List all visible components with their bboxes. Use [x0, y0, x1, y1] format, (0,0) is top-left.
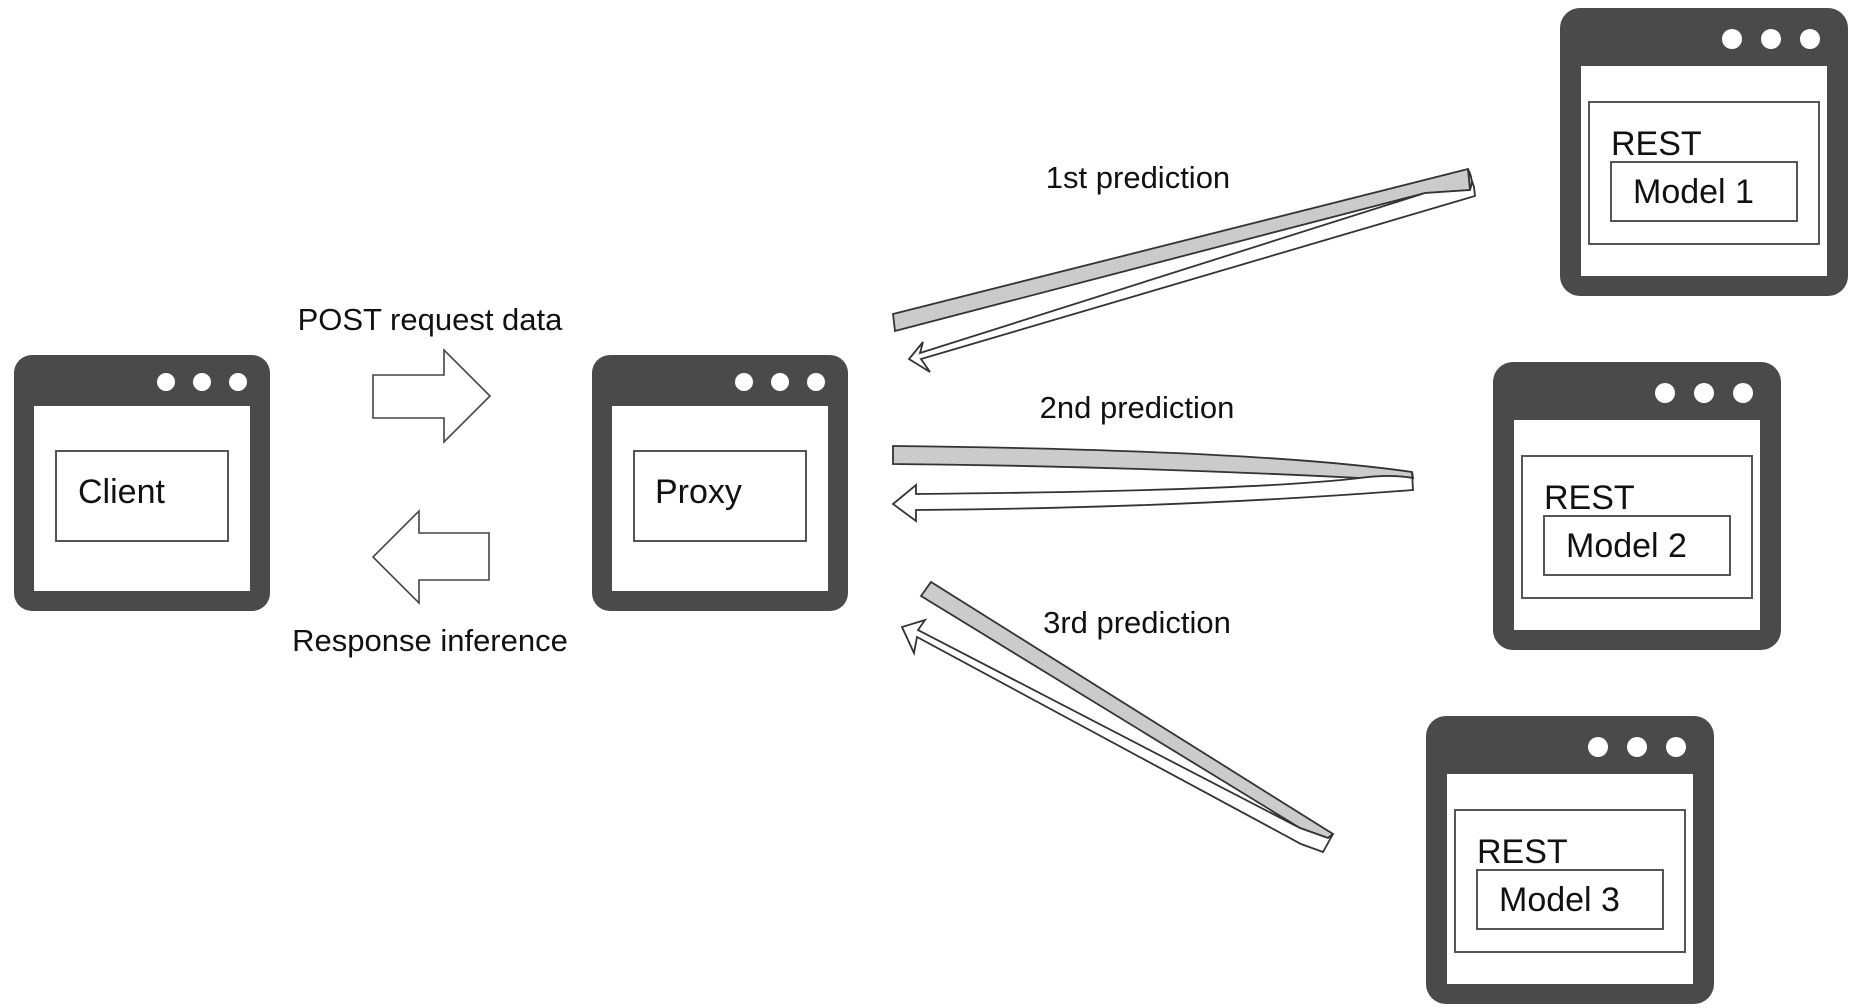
model2-window: REST Model 2: [1493, 362, 1781, 650]
model3-rest-box: [1454, 809, 1686, 953]
model2-rest-box: [1521, 455, 1753, 599]
client-box: [55, 450, 229, 542]
model2-model-label: Model 2: [1566, 527, 1687, 565]
prediction1-label: 1st prediction: [1046, 160, 1230, 195]
client-window: Client: [14, 355, 270, 611]
model1-window: REST Model 1: [1560, 8, 1848, 296]
proxy-box: [633, 450, 807, 542]
model3-rest-label: REST: [1477, 833, 1568, 871]
model2-model-box: [1543, 515, 1731, 576]
model3-model-label: Model 3: [1499, 881, 1620, 919]
prediction3-label: 3rd prediction: [1043, 605, 1231, 640]
model3-window: REST Model 3: [1426, 716, 1714, 1004]
request-arrow: [372, 348, 492, 444]
model1-rest-box: [1588, 101, 1820, 245]
prediction2-label: 2nd prediction: [1040, 390, 1235, 425]
model1-rest-label: REST: [1611, 125, 1702, 163]
model3-model-box: [1476, 869, 1664, 930]
prediction3-arrow: [900, 580, 1335, 854]
model1-model-label: Model 1: [1633, 173, 1754, 211]
request-label: POST request data: [298, 302, 564, 337]
model1-model-box: [1610, 161, 1798, 222]
client-label: Client: [78, 473, 165, 511]
proxy-label: Proxy: [655, 473, 742, 511]
response-label: Response inference: [292, 623, 568, 658]
prediction2-arrow: [891, 445, 1415, 523]
proxy-window: Proxy: [592, 355, 848, 611]
prediction1-arrow: [892, 167, 1476, 373]
response-arrow: [371, 509, 490, 605]
model2-rest-label: REST: [1544, 479, 1635, 517]
